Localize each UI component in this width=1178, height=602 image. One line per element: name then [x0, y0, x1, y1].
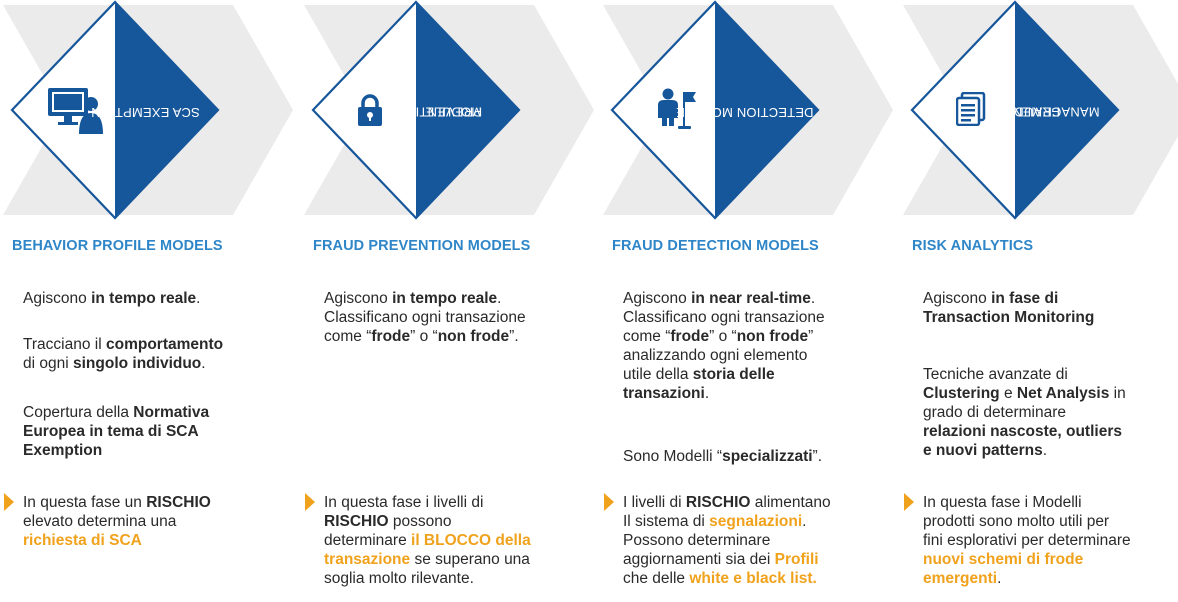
column-title: FRAUD DETECTION MODELS	[612, 238, 819, 254]
bold-text: Exemption	[23, 442, 103, 459]
bold-text: Europea in tema di SCA	[23, 423, 199, 440]
highlight-text: emergenti	[923, 570, 998, 587]
highlight-text: Profili	[774, 551, 819, 568]
bullet-arrow-icon	[604, 493, 614, 511]
paragraph: Agiscono in near real-time.Classificano …	[623, 290, 825, 402]
bold-text: in fase di	[991, 290, 1059, 307]
vertical-label: DETECTION MODULE	[676, 32, 814, 192]
highlight-text: richiesta di SCA	[23, 532, 142, 549]
lock-icon	[358, 94, 382, 126]
bullet-arrow-icon	[305, 493, 315, 511]
column-sca-exemption: SCA EXEMPTION BEHAVIOR PROFILE MODELS Ag…	[3, 0, 300, 602]
vertical-label-line: MANAGEMENT	[1004, 104, 1101, 120]
bullet-arrow-icon	[4, 493, 14, 511]
column-title: RISK ANALYTICS	[912, 238, 1034, 254]
bold-text: transazioni	[623, 385, 705, 402]
paragraph: Sono Modelli “specializzati”.	[623, 448, 823, 465]
person-at-computer-icon	[48, 88, 103, 134]
person-with-flag-icon	[658, 88, 696, 129]
bold-text: storia delle	[692, 366, 775, 383]
bold-text: in near real-time	[691, 290, 811, 307]
bold-text: non frode	[437, 328, 510, 345]
vertical-label: PREVENTION MODULE	[395, 32, 482, 192]
bold-text: in tempo reale	[392, 290, 498, 307]
bold-text: e nuovi patterns	[923, 442, 1043, 459]
bold-text: frode	[371, 328, 411, 345]
highlight-text: white e black list.	[689, 570, 817, 587]
paragraph: Agiscono in tempo reale.Classificano ogn…	[324, 290, 526, 345]
bold-text: in tempo reale	[91, 290, 197, 307]
bold-text: RISCHIO	[685, 494, 751, 511]
bold-text: Net Analysis	[1016, 385, 1110, 402]
diamond-badge	[610, 0, 820, 220]
diamond-badge	[10, 0, 220, 220]
bold-text: RISCHIO	[146, 494, 211, 511]
bold-text: Clustering	[923, 385, 1000, 402]
vertical-label-line: DETECTION MODULE	[676, 104, 814, 120]
column-title: BEHAVIOR PROFILE MODELS	[12, 238, 223, 254]
highlight-text: il BLOCCO della	[411, 532, 531, 549]
vertical-label-line: MODULE	[425, 104, 482, 120]
column-title: FRAUD PREVENTION MODELS	[313, 238, 531, 254]
highlight-text: nuovi schemi di frode	[923, 551, 1084, 568]
bold-text: relazioni nascoste, outliers	[923, 423, 1122, 440]
bold-text: specializzati	[722, 448, 813, 465]
bold-text: Transaction Monitoring	[923, 309, 1095, 326]
bold-text: RISCHIO	[324, 513, 389, 530]
diamond-badge	[910, 0, 1120, 220]
column-prevention-module: PREVENTION MODULE FRAUD PREVENTION MODEL…	[304, 0, 601, 602]
column-fraud-management: FRAUD MANAGEMENT RISK ANALYTICS Agiscono…	[903, 0, 1178, 602]
column-detection-module: DETECTION MODULE FRAUD DETECTION MODELS …	[603, 0, 900, 602]
bold-text: frode	[670, 328, 710, 345]
bold-text: comportamento	[105, 336, 224, 353]
vertical-label: SCA EXEMPTION	[91, 32, 200, 192]
diamond-badge	[311, 0, 521, 220]
document-icon	[956, 92, 986, 126]
bold-text: Normativa	[133, 404, 210, 421]
bold-text: singolo individuo	[72, 355, 202, 372]
highlight-text: segnalazioni	[709, 513, 803, 530]
paragraph: Agiscono in tempo reale.	[23, 290, 201, 307]
vertical-label: FRAUD MANAGEMENT	[1005, 32, 1100, 192]
highlight-text: transazione	[324, 551, 411, 568]
vertical-label-line: SCA EXEMPTION	[90, 104, 200, 120]
bold-text: non frode	[736, 328, 809, 345]
bullet-arrow-icon	[904, 493, 914, 511]
